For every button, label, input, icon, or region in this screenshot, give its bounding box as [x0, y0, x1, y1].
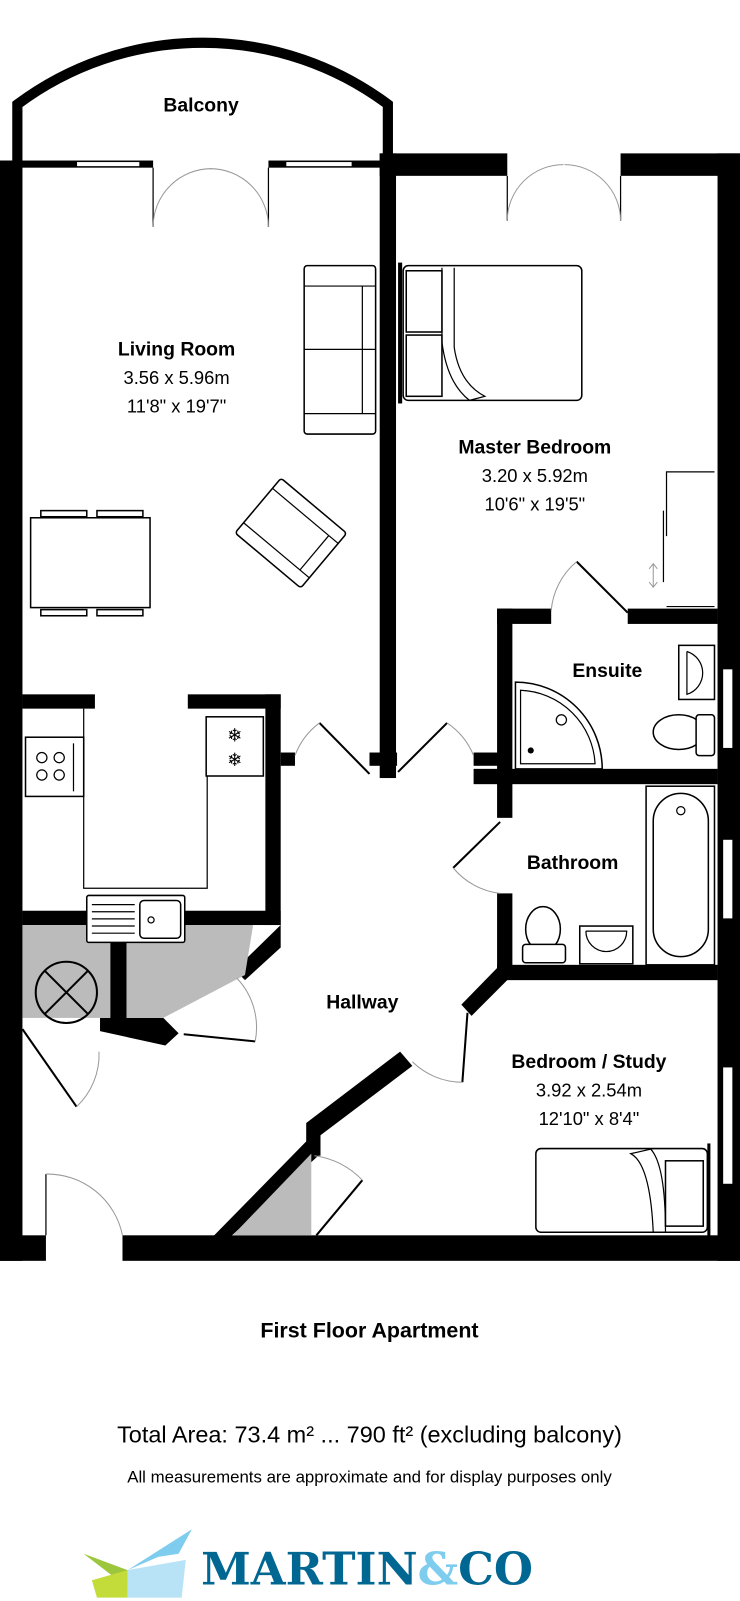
room-label-master: Master Bedroom: [458, 436, 611, 458]
martin-co-logo: MARTIN&CO: [83, 1529, 533, 1598]
svg-text:MARTIN&CO: MARTIN&CO: [201, 1542, 533, 1595]
double-bed: [398, 262, 583, 404]
ensuite-basin: [677, 644, 716, 701]
bathroom-toilet: [521, 905, 567, 964]
room-label-balcony: Balcony: [163, 95, 239, 117]
room-dims-master-imperial: 10'6" x 19'5": [484, 494, 585, 515]
sink: [85, 894, 186, 944]
room-dims-living-metric: 3.56 x 5.96m: [124, 367, 230, 388]
disclaimer: All measurements are approximate and for…: [127, 1467, 612, 1486]
room-label-study: Bedroom / Study: [511, 1051, 666, 1073]
boiler-icon: [34, 960, 98, 1025]
svg-text:❄: ❄: [227, 750, 242, 771]
fridge-freezer: ❄ ❄: [205, 716, 265, 777]
bathroom-basin: [578, 925, 634, 965]
wardrobe: [648, 471, 715, 608]
sofa: [303, 264, 377, 435]
balcony-wall: [12, 37, 393, 166]
single-bed: [535, 1143, 711, 1238]
room-label-ensuite: Ensuite: [572, 660, 642, 682]
kitchen-counter: [83, 708, 208, 889]
hob: [24, 736, 85, 798]
doors[interactable]: [21, 164, 629, 1236]
armchair: [235, 478, 347, 588]
cupboard-store: [126, 925, 254, 1018]
total-area: Total Area: 73.4 m² ... 790 ft² (excludi…: [117, 1422, 622, 1448]
room-label-bathroom: Bathroom: [527, 852, 619, 874]
dining-table: [29, 509, 151, 617]
room-label-living: Living Room: [118, 338, 235, 360]
room-dims-master-metric: 3.20 x 5.92m: [482, 465, 588, 486]
ensuite-toilet: [652, 713, 716, 757]
corner-shower: [514, 681, 603, 770]
room-dims-living-imperial: 11'8" x 19'7": [127, 396, 226, 417]
svg-text:❄: ❄: [227, 725, 242, 746]
bath: [645, 785, 716, 966]
room-dims-study-metric: 3.92 x 2.54m: [536, 1079, 642, 1100]
plan-title: First Floor Apartment: [260, 1318, 478, 1342]
room-dims-study-imperial: 12'10" x 8'4": [539, 1108, 640, 1129]
room-label-hallway: Hallway: [326, 992, 398, 1014]
windows: [76, 161, 734, 1185]
